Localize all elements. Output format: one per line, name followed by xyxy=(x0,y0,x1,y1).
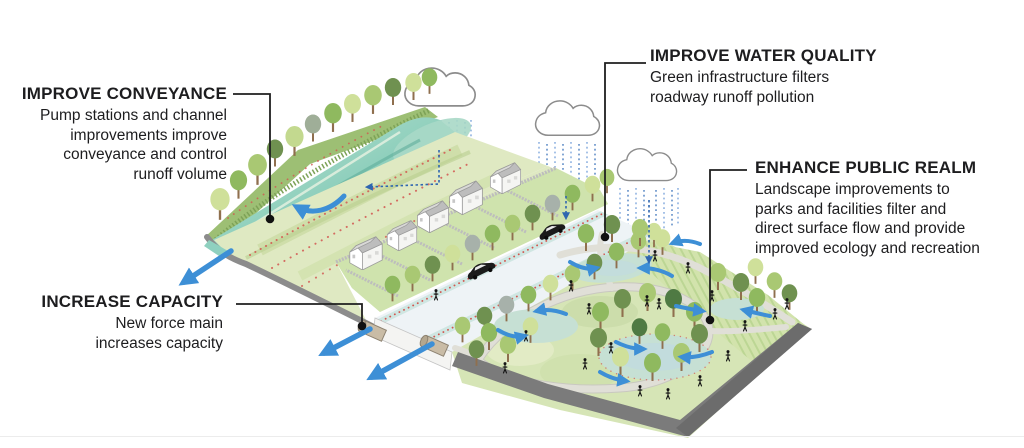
callout-dots xyxy=(265,214,715,331)
callout-title: INCREASE CAPACITY xyxy=(41,292,223,311)
callout-dot xyxy=(705,315,715,325)
outflow-arrow xyxy=(366,341,435,381)
surface-flow-arrows xyxy=(496,233,772,387)
callout-dot xyxy=(265,214,275,224)
leader-line-improve-water-quality xyxy=(604,62,646,236)
callout-title: ENHANCE PUBLIC REALM xyxy=(755,158,977,177)
callout-title: IMPROVE CONVEYANCE xyxy=(21,84,227,103)
callout-improve-conveyance: IMPROVE CONVEYANCE Pump stations and cha… xyxy=(0,84,227,184)
terrain-cut-wedge-dark xyxy=(676,323,812,437)
callout-body: Green infrastructure filters roadway run… xyxy=(650,69,830,106)
callout-dot xyxy=(600,232,610,242)
leader-line-increase-capacity xyxy=(236,303,363,325)
rain-cloud-icon xyxy=(534,100,601,137)
infrastructure xyxy=(178,193,450,381)
channel-flow-arrow xyxy=(291,193,347,220)
outflow-arrow xyxy=(318,326,373,357)
callout-dot xyxy=(357,321,367,331)
force-main-pipe xyxy=(419,334,450,357)
callout-leaders xyxy=(233,62,747,325)
callout-enhance-public-realm: ENHANCE PUBLIC REALM Landscape improveme… xyxy=(755,158,1020,258)
runoff-dashed-paths xyxy=(364,150,653,265)
callout-improve-water-quality: IMPROVE WATER QUALITY Green infrastructu… xyxy=(650,46,910,107)
callout-title: IMPROVE WATER QUALITY xyxy=(650,46,877,65)
outflow-arrow xyxy=(178,248,234,286)
callout-increase-capacity: INCREASE CAPACITY New force main increas… xyxy=(3,292,223,353)
callout-body: Landscape improvements to parks and faci… xyxy=(755,181,980,257)
channel-outlet xyxy=(204,240,228,258)
callout-body: Pump stations and channel improvements i… xyxy=(40,107,227,183)
bottom-divider xyxy=(0,436,1024,437)
leader-line-improve-conveyance xyxy=(233,93,271,219)
callout-body: New force main increases capacity xyxy=(95,315,223,352)
leader-line-enhance-public-realm xyxy=(709,169,747,319)
rain-cloud-icon xyxy=(616,148,678,182)
